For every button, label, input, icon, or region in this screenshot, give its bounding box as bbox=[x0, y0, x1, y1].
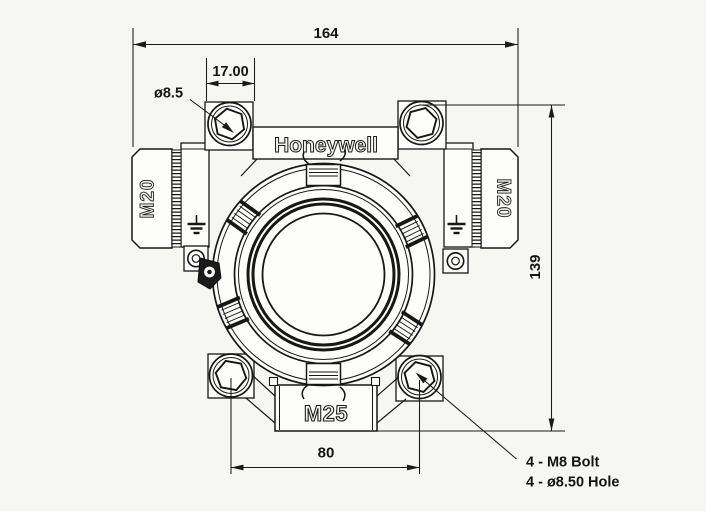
dimension-overall-height: 139 bbox=[377, 104, 565, 432]
bolt-top-right bbox=[399, 100, 444, 146]
left-mount-plate bbox=[180, 142, 210, 248]
bottom-gland-label: M25 bbox=[304, 401, 348, 426]
overall-width-value: 164 bbox=[313, 25, 339, 42]
mounting-bolts bbox=[207, 100, 444, 400]
overall-height-value: 139 bbox=[527, 254, 544, 279]
side-screw-right bbox=[442, 248, 469, 274]
right-gland bbox=[471, 148, 519, 249]
bottom-flange bbox=[245, 373, 407, 432]
bolt-top-left bbox=[207, 101, 252, 147]
right-mount-plate bbox=[443, 142, 474, 248]
right-gland-label: M20 bbox=[493, 179, 514, 219]
dimension-bolt-offset: 17.00 bbox=[205, 58, 256, 101]
bolt-spacing-value: 80 bbox=[318, 445, 335, 462]
window-glass bbox=[261, 212, 386, 337]
bolt-offset-value: 17.00 bbox=[212, 64, 248, 80]
callout-bolt-note: 4 - M8 Bolt 4 - ø8.50 Hole bbox=[415, 372, 619, 491]
bolt-note-text: 4 - M8 Bolt bbox=[526, 455, 599, 471]
clamp-tab-top bbox=[302, 146, 347, 187]
name-plate bbox=[252, 126, 399, 160]
left-gland bbox=[131, 148, 182, 249]
cover-latch bbox=[197, 257, 222, 290]
dimension-bolt-spacing: 80 bbox=[230, 378, 421, 474]
hole-note-text: 4 - ø8.50 Hole bbox=[526, 475, 619, 491]
clamp-tab-bottom bbox=[301, 362, 346, 402]
window-retainer bbox=[246, 197, 401, 352]
cover-ring bbox=[211, 162, 436, 387]
left-gland-label: M20 bbox=[138, 179, 159, 219]
callout-hole-diameter: ø8.5 bbox=[154, 86, 234, 133]
dimension-overall-width: 164 bbox=[132, 25, 519, 147]
hole-diameter-value: ø8.5 bbox=[154, 86, 183, 102]
brand-logo: Honeywell bbox=[274, 134, 378, 157]
